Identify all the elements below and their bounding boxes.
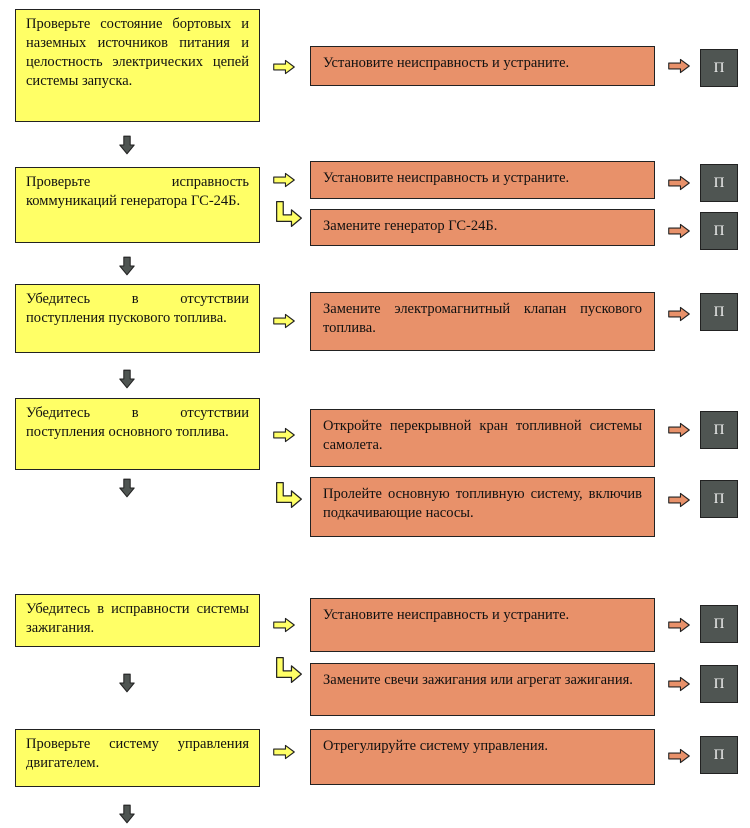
arrow-down-icon [119,135,135,155]
action-box-6-1: Отрегулируйте систему управления. [310,729,655,785]
action-box-5-2: Замените свечи зажигания или агрегат заж… [310,663,655,716]
arrow-right-icon [668,676,690,692]
action-box-4-1: Откройте перекрывной кран топливной сист… [310,409,655,467]
arrow-right-icon [668,492,690,508]
outcome-box: П [700,411,738,449]
outcome-box: П [700,164,738,202]
arrow-right-icon [668,422,690,438]
arrow-down-icon [119,478,135,498]
check-box-3: Убедитесь в отсутствии поступления пуско… [15,284,260,353]
action-box-2-2: Замените генератор ГС-24Б. [310,209,655,246]
check-box-6: Проверьте систему управления двигателем. [15,729,260,787]
check-box-2: Проверьте исправность коммуникаций генер… [15,167,260,243]
outcome-box: П [700,605,738,643]
arrow-down-icon [119,256,135,276]
outcome-box: П [700,293,738,331]
outcome-box: П [700,480,738,518]
arrow-right-icon [668,175,690,191]
action-box-1-1: Установите неисправность и устраните. [310,46,655,86]
arrow-right-icon [668,748,690,764]
arrow-right-icon [668,306,690,322]
arrow-down-icon [119,673,135,693]
outcome-box: П [700,212,738,250]
arrow-right-icon [273,744,295,760]
arrow-right-icon [273,59,295,75]
outcome-box: П [700,49,738,87]
arrow-right-icon [273,313,295,329]
outcome-box: П [700,665,738,703]
arrow-right-icon [668,617,690,633]
check-box-1: Проверьте состояние бортовых и наземных … [15,9,260,122]
arrow-down-icon [119,804,135,824]
arrow-right-icon [273,617,295,633]
action-box-3-1: Замените электромагнитный клапан пусково… [310,292,655,351]
action-box-4-2: Пролейте основную топливную систему, вкл… [310,477,655,537]
arrow-down-icon [119,369,135,389]
action-box-5-1: Установите неисправность и устраните. [310,598,655,652]
check-box-5: Убедитесь в исправности системы зажигани… [15,594,260,647]
arrow-right-icon [273,172,295,188]
arrow-right-icon [668,58,690,74]
action-box-2-1: Установите неисправность и устраните. [310,161,655,199]
arrow-right-icon [273,427,295,443]
arrow-right-icon [668,223,690,239]
arrow-bend-icon [275,200,303,228]
outcome-box: П [700,736,738,774]
arrow-bend-icon [275,481,303,509]
arrow-bend-icon [275,656,303,684]
check-box-4: Убедитесь в отсутствии поступления основ… [15,398,260,470]
